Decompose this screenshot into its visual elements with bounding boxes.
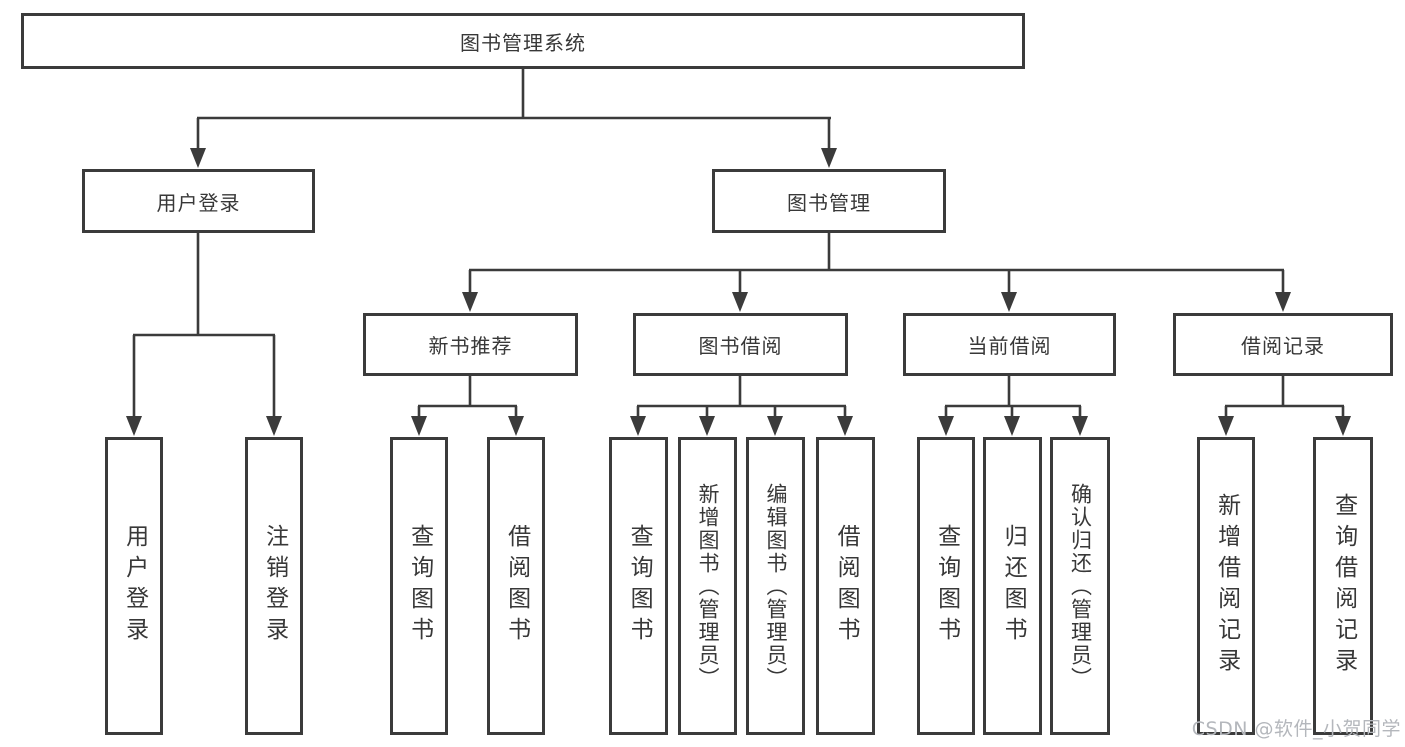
- leaf-label: 查询图书: [626, 524, 653, 648]
- leaf-confirm-return-admin: 确认归还（管理员）: [1050, 437, 1110, 735]
- node-new-book-recommend: 新书推荐: [363, 313, 578, 376]
- leaf-logout: 注销登录: [245, 437, 303, 735]
- leaf-add-books-admin: 新增图书（管理员）: [678, 437, 737, 735]
- leaf-return-books: 归还图书: [983, 437, 1042, 735]
- leaf-label: 查询借阅记录: [1330, 493, 1357, 679]
- leaf-label: 归还图书: [1000, 524, 1027, 648]
- leaf-label: 借阅图书: [503, 524, 530, 648]
- node-current-borrow: 当前借阅: [903, 313, 1116, 376]
- leaf-query-books-borrow: 查询图书: [609, 437, 668, 735]
- leaf-query-borrow-record: 查询借阅记录: [1313, 437, 1373, 735]
- leaf-label: 新增图书（管理员）: [696, 482, 721, 690]
- node-user-login: 用户登录: [82, 169, 315, 233]
- leaf-query-books-current: 查询图书: [917, 437, 975, 735]
- leaf-edit-books-admin: 编辑图书（管理员）: [746, 437, 805, 735]
- leaf-label: 用户登录: [121, 524, 148, 648]
- leaf-add-borrow-record: 新增借阅记录: [1197, 437, 1255, 735]
- csdn-watermark: CSDN @软件_小贺同学: [1191, 718, 1401, 740]
- leaf-label: 注销登录: [261, 524, 288, 648]
- leaf-label: 新增借阅记录: [1213, 493, 1240, 679]
- leaf-query-books-recommend: 查询图书: [390, 437, 448, 735]
- leaf-label: 借阅图书: [833, 524, 860, 648]
- leaf-label: 编辑图书（管理员）: [764, 482, 789, 690]
- node-root-system: 图书管理系统: [21, 13, 1025, 69]
- leaf-label: 查询图书: [933, 524, 960, 648]
- node-book-management: 图书管理: [712, 169, 946, 233]
- arrowheads: [126, 148, 1351, 436]
- leaf-label: 确认归还（管理员）: [1068, 482, 1093, 690]
- leaf-user-login: 用户登录: [105, 437, 163, 735]
- leaf-label: 查询图书: [406, 524, 433, 648]
- leaf-borrow-books-recommend: 借阅图书: [487, 437, 545, 735]
- leaf-borrow-books: 借阅图书: [816, 437, 875, 735]
- node-borrow-records: 借阅记录: [1173, 313, 1393, 376]
- node-book-borrow: 图书借阅: [633, 313, 848, 376]
